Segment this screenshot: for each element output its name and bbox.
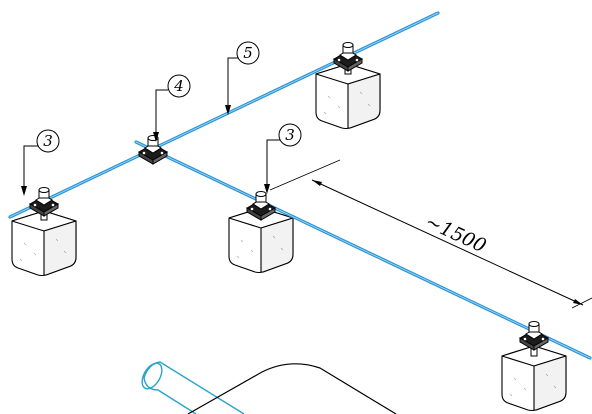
leader-3-left	[21, 145, 38, 196]
svg-text:3: 3	[285, 126, 295, 144]
callout-3-center: 3	[278, 123, 302, 147]
svg-text:3: 3	[43, 132, 53, 150]
clamp-junction	[138, 135, 168, 165]
leader-3-center	[264, 139, 280, 194]
callout-3-left: 3	[36, 129, 60, 153]
dimension-line	[269, 159, 592, 309]
callout-4: 4	[167, 74, 191, 98]
clamp-left	[29, 187, 59, 217]
rail-main	[8, 11, 440, 219]
leader-5	[225, 57, 238, 115]
rail-branch	[134, 140, 592, 360]
callout-5: 5	[236, 41, 260, 65]
svg-text:4: 4	[173, 77, 184, 95]
svg-text:5: 5	[243, 44, 253, 62]
leader-4	[153, 89, 168, 142]
lower-detail	[141, 361, 397, 414]
dimension-label: ~1500	[422, 211, 490, 258]
